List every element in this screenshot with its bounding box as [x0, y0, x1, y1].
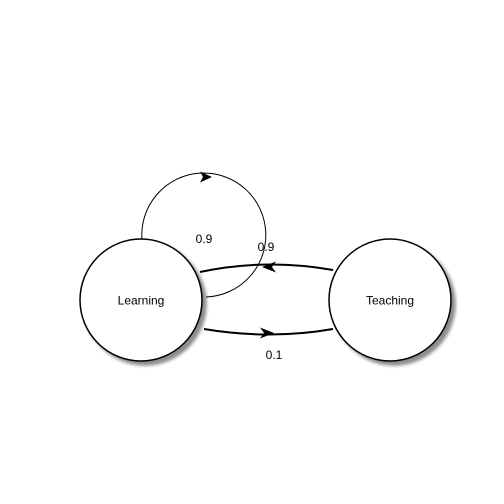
self-loop-probability-label: 0.9: [196, 232, 213, 246]
node-learning-circle: [79, 238, 203, 362]
node-learning-label: Learning: [118, 294, 165, 308]
node-teaching-circle: [328, 238, 452, 362]
self-loop-arrowhead-icon: [200, 171, 212, 183]
learning-to-teaching-arrowhead-icon: [260, 327, 274, 339]
edge-learning-to-teaching: [203, 327, 334, 339]
teaching-to-learning-line: [199, 263, 334, 273]
node-teaching-label: Teaching: [366, 294, 414, 308]
self-loop-line: [141, 172, 267, 298]
node-learning[interactable]: Learning: [79, 238, 203, 362]
teaching-to-learning-probability-label: 0.9: [258, 240, 275, 254]
teaching-to-learning-arrowhead-icon: [262, 261, 276, 273]
node-teaching[interactable]: Teaching: [328, 238, 452, 362]
learning-to-teaching-probability-label: 0.1: [266, 348, 283, 362]
edge-learning-self-loop: [141, 171, 267, 298]
edge-teaching-to-learning: [199, 261, 334, 273]
